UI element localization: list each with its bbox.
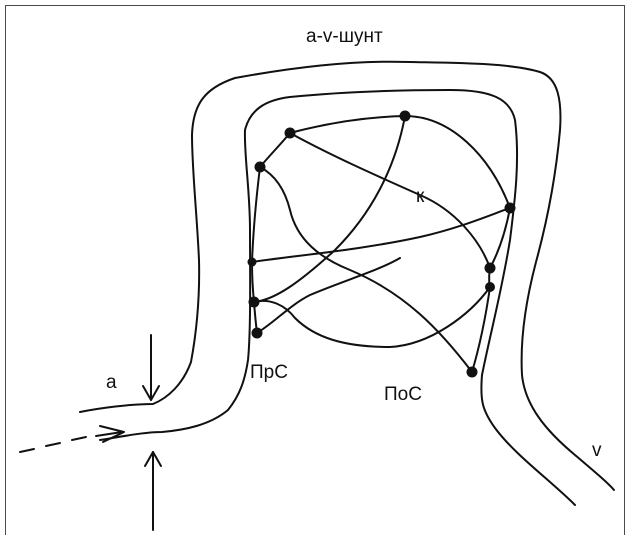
shunt-label: a-v-шунт [306, 26, 383, 48]
vein-label: v [592, 440, 602, 462]
shunt-inner-wall [100, 90, 575, 505]
capillary-label: к [416, 186, 424, 208]
precapillary-sphincter-label: ПрС [250, 362, 288, 384]
artery-label: a [106, 372, 117, 394]
postcapillary-sphincter-label: ПоС [384, 384, 422, 406]
blood-flow-arrow [20, 426, 124, 452]
shunt-outer-wall [80, 62, 614, 490]
capillary-network [252, 116, 510, 372]
